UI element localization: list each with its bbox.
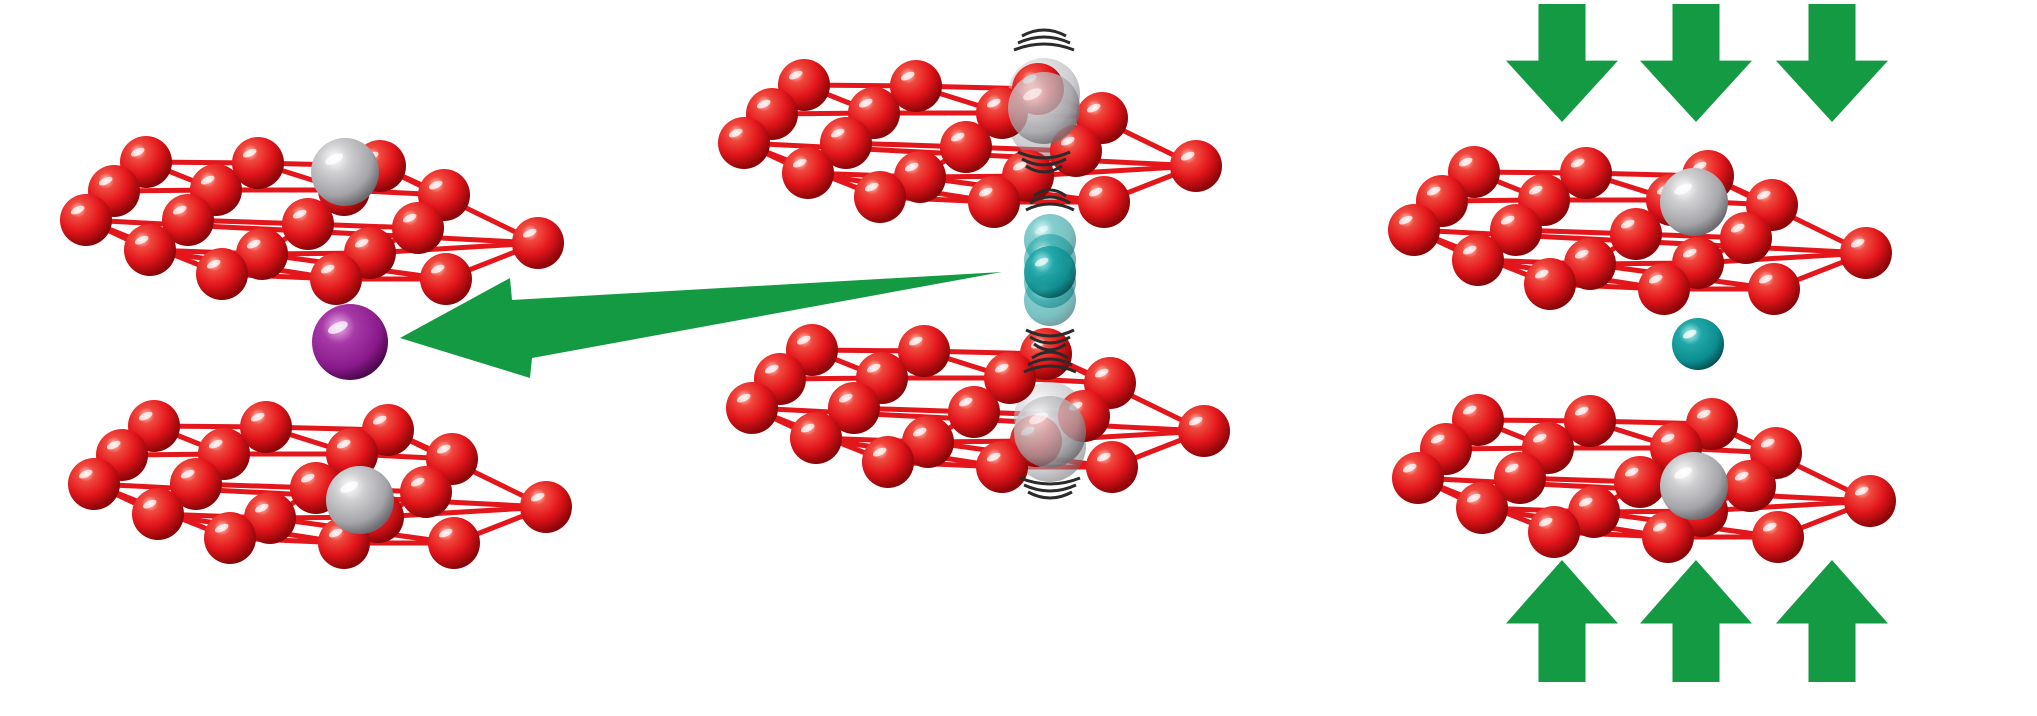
right-lower-layer-oxygen-atom xyxy=(1752,511,1804,563)
right-upper-layer-oxygen-atom xyxy=(1452,234,1504,286)
middle-lower-layer-oxygen-atom xyxy=(898,325,950,377)
right-lower-layer-oxygen-atom xyxy=(1844,475,1896,527)
middle-lower-layer-oxygen-atom xyxy=(976,441,1028,493)
left-lower-layer-oxygen-atom xyxy=(68,458,120,510)
compression-arrow-bottom-green-arrow-icon xyxy=(1640,560,1752,682)
middle-upper-layer-oxygen-atom xyxy=(718,117,770,169)
right-lower-layer-oxygen-atom xyxy=(1564,395,1616,447)
middle-upper-gray-cation xyxy=(1008,72,1080,144)
compression-arrow-bottom-green-arrow-icon xyxy=(1776,560,1888,682)
left-lower-layer-oxygen-atom xyxy=(520,481,572,533)
middle-lower-layer-oxygen-atom xyxy=(828,382,880,434)
middle-upper-layer-oxygen-atom xyxy=(1078,176,1130,228)
left-upper-layer-oxygen-atom xyxy=(310,253,362,305)
right-upper-gray-cation xyxy=(1660,168,1728,236)
right-upper-layer-oxygen-atom xyxy=(1748,263,1800,315)
middle-upper-below-vibration-mark-icon xyxy=(1017,150,1071,174)
right-upper-layer-oxygen-atom xyxy=(1638,263,1690,315)
middle-upper-layer-bond xyxy=(1025,163,1199,179)
layer-front-atoms xyxy=(60,28,1896,569)
left-lower-layer-oxygen-atom xyxy=(240,401,292,453)
middle-upper-layer-oxygen-atom xyxy=(854,171,906,223)
right-lower-layer-oxygen-atom xyxy=(1614,456,1666,508)
middle-lower-layer-oxygen-atom xyxy=(948,386,1000,438)
exchange-green-arrow-icon xyxy=(400,272,1002,378)
right-upper-layer-oxygen-atom xyxy=(1524,258,1576,310)
right-lower-layer-oxygen-atom xyxy=(1528,506,1580,558)
left-lower-layer-oxygen-atom xyxy=(428,517,480,569)
middle-teal-interlayer-ion xyxy=(1024,246,1076,298)
right-lower-gray-cation xyxy=(1660,452,1728,520)
middle-lower-layer-oxygen-atom xyxy=(790,412,842,464)
left-lower-layer-oxygen-atom xyxy=(244,492,296,544)
compression-arrow-top-green-arrow-icon xyxy=(1506,4,1618,122)
left-upper-layer-oxygen-atom xyxy=(392,202,444,254)
right-lower-layer-oxygen-atom xyxy=(1392,452,1444,504)
right-upper-layer-bond xyxy=(1695,250,1869,266)
middle-lower-above-vibration-mark-icon xyxy=(1023,350,1077,374)
left-upper-layer-oxygen-atom xyxy=(196,248,248,300)
left-upper-layer-oxygen-atom xyxy=(420,253,472,305)
middle-lower-layer-oxygen-atom xyxy=(862,436,914,488)
right-lower-layer-oxygen-atom xyxy=(1494,452,1546,504)
right-lower-layer-oxygen-atom xyxy=(1724,460,1776,512)
right-upper-layer-oxygen-atom xyxy=(1840,227,1892,279)
middle-lower-layer-oxygen-atom xyxy=(726,382,778,434)
left-upper-gray-cation xyxy=(311,138,379,206)
middle-upper-vibration-mark-icon xyxy=(1013,28,1075,52)
left-upper-layer-oxygen-atom xyxy=(512,217,564,269)
right-teal-interlayer-ion xyxy=(1672,318,1724,370)
compression-arrow-bottom-green-arrow-icon xyxy=(1506,560,1618,682)
right-upper-layer-oxygen-atom xyxy=(1490,204,1542,256)
middle-upper-layer-oxygen-atom xyxy=(940,121,992,173)
middle-lower-gray-cation xyxy=(1014,396,1086,468)
left-upper-layer-oxygen-atom xyxy=(232,137,284,189)
middle-teal-bottom-vibration-mark-icon xyxy=(1025,328,1075,352)
left-upper-layer-oxygen-atom xyxy=(124,224,176,276)
middle-lower-layer-oxygen-atom xyxy=(1086,441,1138,493)
right-upper-layer-oxygen-atom xyxy=(1610,208,1662,260)
left-upper-layer-bond xyxy=(367,240,541,256)
right-lower-layer-oxygen-atom xyxy=(1568,486,1620,538)
right-upper-layer-oxygen-atom xyxy=(1564,238,1616,290)
middle-upper-layer-oxygen-atom xyxy=(1170,140,1222,192)
right-upper-layer-oxygen-atom xyxy=(1388,204,1440,256)
left-upper-layer-oxygen-atom xyxy=(162,194,214,246)
right-lower-layer-oxygen-atom xyxy=(1642,511,1694,563)
right-lower-layer-bond xyxy=(1699,498,1873,514)
left-upper-layer-oxygen-atom xyxy=(236,228,288,280)
middle-upper-layer-oxygen-atom xyxy=(894,151,946,203)
right-upper-layer-oxygen-atom xyxy=(1720,212,1772,264)
left-purple-interlayer-ion xyxy=(312,304,388,380)
middle-lower-vibration-mark-icon xyxy=(1019,476,1081,500)
middle-upper-layer-oxygen-atom xyxy=(782,147,834,199)
compression-arrow-top-green-arrow-icon xyxy=(1640,4,1752,122)
middle-lower-layer-oxygen-atom xyxy=(902,416,954,468)
left-lower-layer-oxygen-atom xyxy=(132,488,184,540)
middle-upper-layer-oxygen-atom xyxy=(968,176,1020,228)
arrows xyxy=(400,4,1888,682)
middle-lower-layer-oxygen-atom xyxy=(1178,405,1230,457)
middle-upper-layer-oxygen-atom xyxy=(890,60,942,112)
middle-lower-layer-oxygen-atom xyxy=(984,352,1036,404)
right-upper-layer-oxygen-atom xyxy=(1560,147,1612,199)
middle-teal-top-vibration-mark-icon xyxy=(1025,188,1075,212)
middle-upper-layer-oxygen-atom xyxy=(820,117,872,169)
left-upper-layer-oxygen-atom xyxy=(282,198,334,250)
left-lower-layer-oxygen-atom xyxy=(400,466,452,518)
right-lower-layer-oxygen-atom xyxy=(1456,482,1508,534)
compression-arrow-top-green-arrow-icon xyxy=(1776,4,1888,122)
left-lower-gray-cation xyxy=(326,466,394,534)
left-lower-layer-oxygen-atom xyxy=(204,512,256,564)
left-lower-layer-oxygen-atom xyxy=(170,458,222,510)
left-lower-layer-bond xyxy=(375,504,549,520)
left-upper-layer-oxygen-atom xyxy=(60,194,112,246)
